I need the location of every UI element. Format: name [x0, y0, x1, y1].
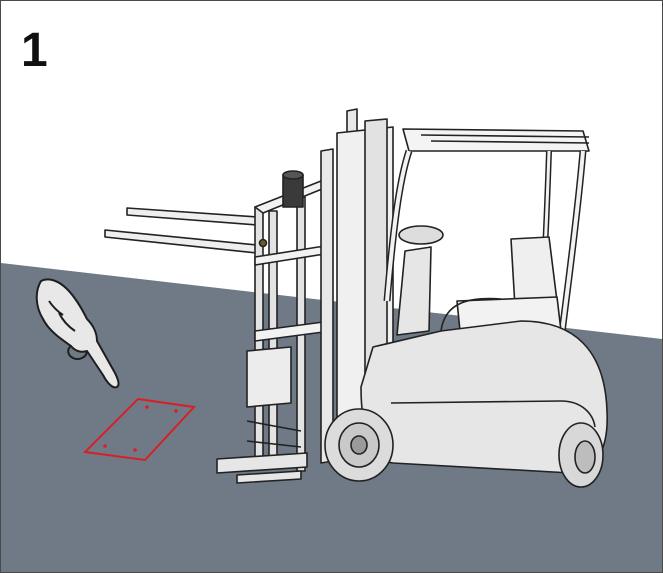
floor-marking-rectangle	[82, 397, 197, 462]
step-number: 1	[21, 24, 48, 77]
mast-attachment-frame	[104, 170, 332, 484]
pointing-hand-icon	[35, 278, 120, 389]
forklift-illustration	[320, 108, 608, 488]
